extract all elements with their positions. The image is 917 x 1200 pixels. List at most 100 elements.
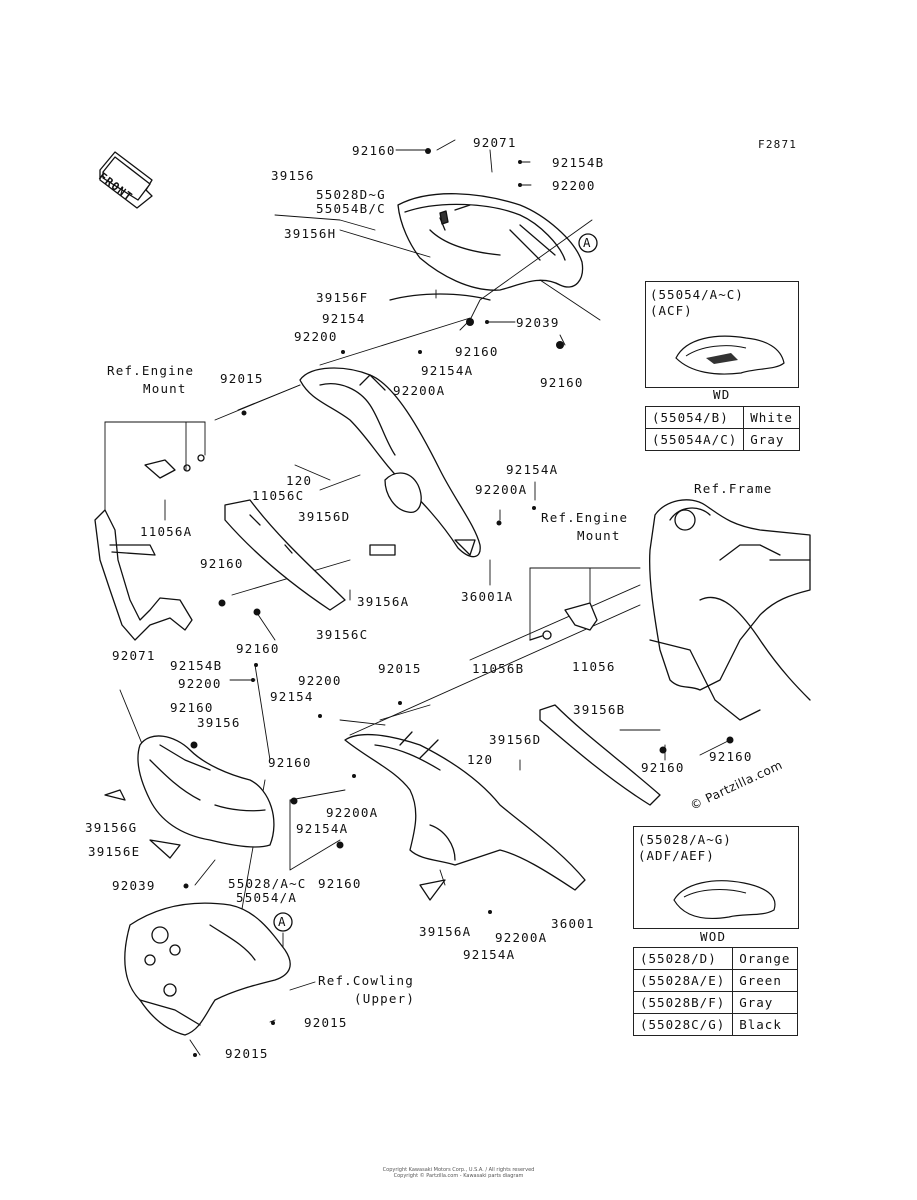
wod-color-table: (55028/D) Orange (55028A/E) Green (55028… — [632, 947, 798, 1036]
part-label: 92200A — [475, 482, 528, 497]
table-row: (55028/D) Orange — [632, 947, 798, 970]
table-row: (55054A/C) Gray — [644, 428, 800, 451]
wod-color-cell: Gray — [732, 991, 798, 1014]
table-row: (55028C/G) Black — [632, 1013, 798, 1036]
part-label: 92039 — [112, 878, 156, 893]
part-label: 39156 — [271, 168, 315, 183]
part-label: 55054B/C — [316, 201, 386, 216]
fairing-wd-illustration — [675, 335, 785, 375]
part-label: 39156C — [316, 627, 369, 642]
heat-shield-right-part — [539, 704, 661, 806]
part-label: 92200 — [552, 178, 596, 193]
part-label: 92160 — [236, 641, 280, 656]
callout-a-bottom: A — [278, 914, 287, 929]
part-label: 39156A — [357, 594, 410, 609]
part-label: 92160 — [352, 143, 396, 158]
part-label: 92071 — [112, 648, 156, 663]
part-label: 92160 — [200, 556, 244, 571]
wod-title-line1: (55028/A~G) — [638, 832, 732, 847]
part-label: 92015 — [220, 371, 264, 386]
wd-title-line1: (55054/A~C) — [650, 287, 744, 302]
heat-shield-left-part — [224, 499, 346, 611]
part-label: 92039 — [516, 315, 560, 330]
part-label: 92200A — [393, 383, 446, 398]
part-label: 11056B — [472, 661, 525, 676]
ref-engine-mount-label: Mount — [577, 528, 621, 543]
ref-engine-mount-label: Ref.Engine — [541, 510, 629, 525]
footer-line: Copyright © Partzilla.com - Kawasaki par… — [393, 1173, 524, 1179]
part-label: 39156E — [88, 844, 141, 859]
part-label: 92160 — [268, 755, 312, 770]
wod-title-line2: (ADF/AEF) — [638, 848, 715, 863]
ref-engine-mount-label: Mount — [143, 381, 187, 396]
part-label: 92154 — [322, 311, 366, 326]
part-label: 92200A — [495, 930, 548, 945]
part-label: 36001A — [461, 589, 514, 604]
part-label: 92015 — [304, 1015, 348, 1030]
wod-part-cell: (55028C/G) — [632, 1013, 734, 1036]
part-label: 55028/A~C — [228, 876, 307, 891]
engine-mount-right-part — [529, 602, 598, 641]
part-label: 92015 — [225, 1046, 269, 1061]
wod-color-cell: Black — [732, 1013, 798, 1036]
part-label: 39156D — [489, 732, 542, 747]
front-arrow-icon — [99, 151, 153, 209]
wod-variant-box: (55028/A~G) (ADF/AEF) — [633, 826, 799, 929]
part-label: 11056A — [140, 524, 193, 539]
part-label: 92154A — [506, 462, 559, 477]
upper-cowl-part — [389, 193, 584, 301]
wd-color-cell: Gray — [743, 428, 800, 451]
part-label: 11056 — [572, 659, 616, 674]
wod-part-cell: (55028/D) — [632, 947, 734, 970]
wod-color-cell: Green — [732, 969, 798, 992]
wd-color-cell: White — [743, 406, 800, 429]
part-label: 92154 — [270, 689, 314, 704]
table-row: (55028B/F) Gray — [632, 991, 798, 1014]
callout-a-top: A — [583, 235, 592, 250]
footer-copyright: Copyright Kawasaki Motors Corp., U.S.A. … — [0, 1167, 917, 1179]
footer-line: Copyright Kawasaki Motors Corp., U.S.A. … — [382, 1167, 535, 1173]
ref-frame-label: Ref.Frame — [694, 481, 773, 496]
wd-part-cell: (55054/B) — [644, 406, 745, 429]
part-label: 92160 — [318, 876, 362, 891]
left-inner-panel-part — [299, 367, 481, 558]
ref-engine-mount-label: Ref.Engine — [107, 363, 195, 378]
fairing-stay-part — [124, 902, 291, 1036]
wod-part-cell: (55028A/E) — [632, 969, 734, 992]
diagram-code: F2871 — [758, 138, 798, 151]
wd-color-table: (55054/B) White (55054A/C) Gray — [644, 406, 800, 451]
engine-mount-left-part — [94, 454, 205, 641]
part-label: 92071 — [473, 135, 517, 150]
callout-a-circle-bottom — [273, 912, 293, 932]
ref-cowling-label: Ref.Cowling — [318, 973, 414, 988]
table-row: (55054/B) White — [644, 406, 800, 429]
part-label: 39156A — [419, 924, 472, 939]
leader-lines — [104, 139, 731, 1056]
part-label: 92015 — [378, 661, 422, 676]
part-label: 11056C — [252, 488, 305, 503]
part-label: 92160 — [540, 375, 584, 390]
callout-a-circle-top — [578, 233, 598, 253]
part-label: 39156G — [85, 820, 138, 835]
wod-caption: WOD — [700, 929, 727, 944]
part-label: 92154A — [463, 947, 516, 962]
wod-part-cell: (55028B/F) — [632, 991, 734, 1014]
fairing-wod-illustration — [673, 880, 776, 920]
part-label: 39156B — [573, 702, 626, 717]
part-label: 92160 — [170, 700, 214, 715]
part-label: 92160 — [641, 760, 685, 775]
part-label: 120 — [286, 473, 313, 488]
part-label: 92154A — [421, 363, 474, 378]
part-label: 92200A — [326, 805, 379, 820]
wd-title-line2: (ACF) — [650, 303, 693, 318]
wd-caption: WD — [713, 387, 731, 402]
part-label: 39156 — [197, 715, 241, 730]
part-label: 92154B — [552, 155, 605, 170]
wod-color-cell: Orange — [732, 947, 798, 970]
part-label: 92160 — [455, 344, 499, 359]
part-label: 55028D~G — [316, 187, 386, 202]
frame-part — [649, 499, 811, 721]
front-fairing-part — [104, 735, 275, 859]
table-row: (55028A/E) Green — [632, 969, 798, 992]
lower-left-panel-part — [344, 731, 586, 901]
